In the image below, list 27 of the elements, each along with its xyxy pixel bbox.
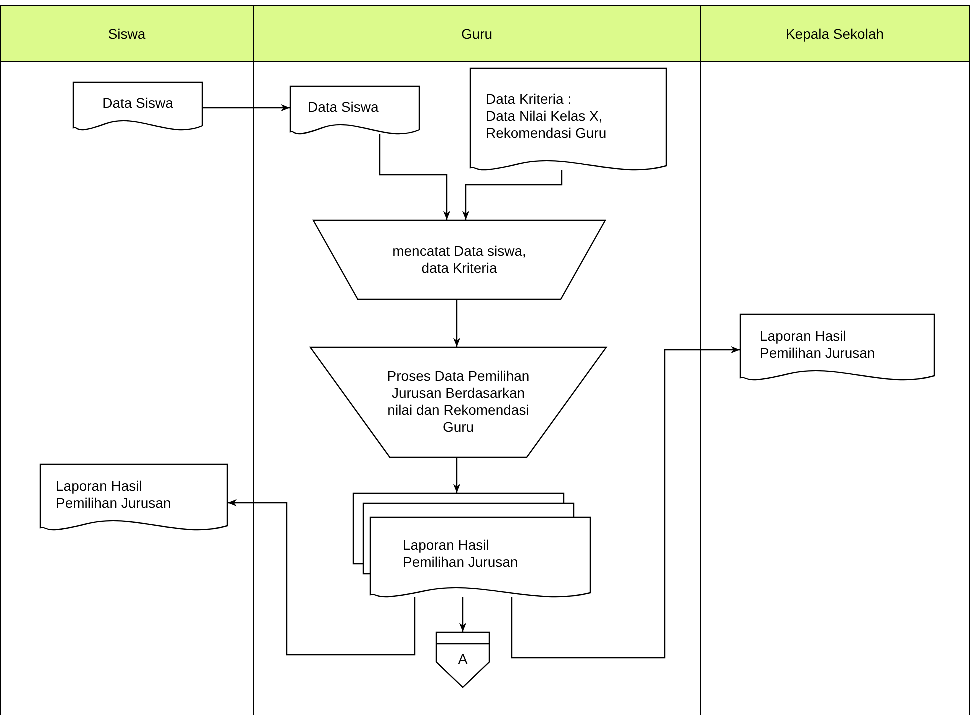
lane-header: Guru	[461, 26, 493, 42]
manual-operation-shape	[310, 347, 607, 458]
swimlane	[253, 5, 700, 715]
swimlane	[700, 5, 970, 715]
off-page-connector	[436, 632, 490, 688]
arrow	[379, 134, 451, 220]
node-text: Data Nilai Kelas X, Rekomendasi Guru	[486, 108, 608, 142]
arrow	[453, 300, 461, 347]
arrow	[228, 499, 416, 656]
arrow	[203, 104, 290, 112]
node-text: mencatat Data siswa, data Kriteria	[392, 243, 528, 277]
node-text: Data Siswa	[308, 98, 379, 116]
lane-header: Siswa	[108, 26, 146, 42]
lane-header: Kepala Sekolah	[786, 26, 884, 42]
arrow	[462, 170, 563, 220]
node-text: Laporan Hasil Pemilihan Jurusan	[760, 328, 876, 362]
node-text: Laporan Hasil Pemilihan Jurusan	[403, 537, 520, 571]
arrow	[511, 346, 740, 659]
node-text: Laporan Hasil Pemilihan Jurusan	[56, 478, 172, 512]
swimlane	[0, 5, 253, 715]
node-text: Data Kriteria :	[486, 90, 572, 108]
arrow	[453, 458, 461, 493]
connector-label: A	[458, 650, 468, 668]
arrow	[459, 597, 467, 632]
node-text: Proses Data Pemilihan Jurusan Berdasarkan nilai dan Rekomendasi Guru	[386, 368, 531, 436]
node-text: Data Siswa	[102, 94, 174, 112]
manual-operation-shape	[313, 220, 606, 300]
